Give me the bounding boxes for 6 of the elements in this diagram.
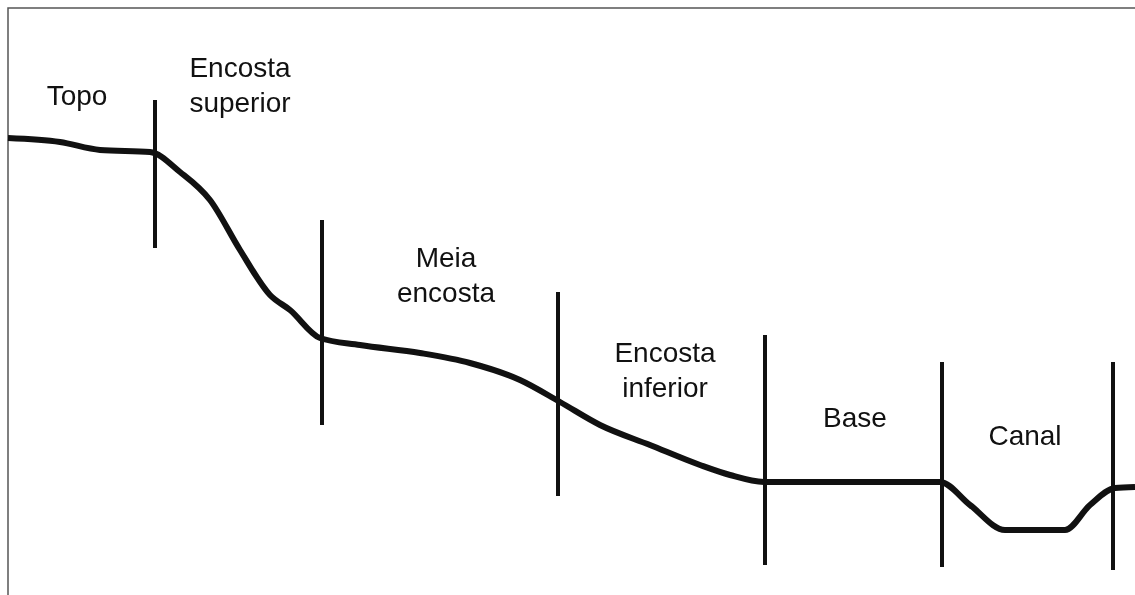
zone-label: Canal (987, 419, 1063, 453)
zone-label: Encosta superior (188, 51, 292, 120)
zone-label: Encosta inferior (613, 336, 717, 405)
zone-label: Topo (45, 79, 109, 113)
zone-label: Meia encosta (395, 241, 497, 310)
zone-label: Base (822, 401, 888, 435)
